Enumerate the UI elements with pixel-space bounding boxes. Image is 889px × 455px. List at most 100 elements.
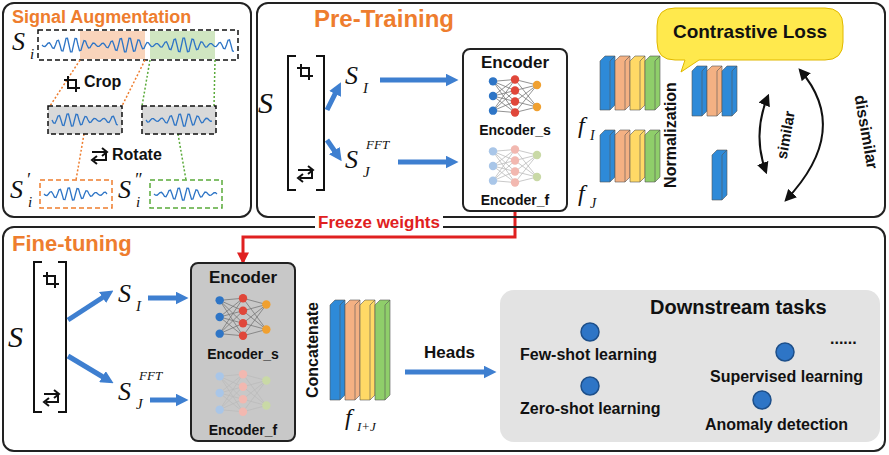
math-symbol: f: [345, 404, 352, 430]
illustration-path: [76, 134, 84, 180]
signal-box: [38, 30, 238, 60]
node-text: ......: [830, 330, 857, 348]
feature-bar: [615, 130, 630, 182]
node-title: Encoder: [481, 53, 549, 73]
net-neuron: [262, 376, 270, 384]
illustration-path: [327, 88, 338, 110]
annotation: similar: [774, 110, 799, 161]
task-dot: [581, 323, 599, 341]
net-neuron: [511, 167, 519, 175]
annotation: Normalization: [662, 82, 680, 188]
feature-bar-edge: [625, 130, 630, 182]
node-title: Signal Augmentation: [12, 7, 191, 28]
node-title: Downstream tasks: [650, 296, 827, 319]
encoder-box: EncoderEncoder_sEncoder_f: [462, 48, 568, 212]
net-neuron: [511, 108, 519, 116]
annotation: Concatenate: [304, 302, 322, 398]
feature-bar-edge: [722, 150, 727, 200]
math-symbol: S: [345, 62, 358, 91]
node-text: Encoder_s: [479, 122, 551, 138]
node-text: Zero-shot learning: [520, 400, 660, 418]
illustration-path: [50, 60, 145, 106]
illustration-path: [405, 370, 490, 375]
feature-bar: [600, 130, 615, 182]
annotation: Heads: [424, 344, 475, 363]
node-text: Few-shot learning: [520, 346, 657, 364]
illustration-g: [42, 38, 737, 406]
crop-guides: [50, 60, 215, 180]
math-symbol: S: [118, 280, 131, 309]
math-symbol: J: [590, 196, 596, 211]
speech-bubble: [657, 8, 843, 72]
math-symbol: S: [345, 146, 358, 175]
net-neuron: [489, 176, 497, 184]
illustration-path: [380, 78, 452, 83]
node-text: Anomaly detection: [705, 416, 848, 434]
rotate-icon: [92, 148, 107, 164]
math-symbol: i: [30, 46, 34, 63]
math-symbol: S: [118, 176, 131, 205]
node-title: Fine-tuning: [12, 231, 132, 256]
similarity-arrows: [759, 70, 822, 200]
bracket: [288, 56, 324, 190]
signal-wave: [42, 38, 234, 52]
node-text: Encoder_s: [207, 346, 279, 362]
feature-bar-edge: [640, 56, 645, 110]
math-symbol: ′: [26, 171, 30, 191]
net-neuron: [239, 383, 247, 391]
cropped-signal: [48, 106, 122, 134]
augmented-signal: [40, 180, 112, 208]
illustration-path: [178, 134, 186, 180]
feature-bar: [630, 56, 645, 110]
node-title: Contrastive Loss: [673, 21, 827, 43]
math-symbol: S: [12, 28, 25, 57]
signal-wave: [52, 114, 118, 126]
feature-bar-edge: [340, 300, 345, 400]
net-neuron: [239, 294, 247, 302]
node-title: Encoder: [209, 268, 277, 288]
net-neuron: [511, 145, 519, 153]
task-dot: [753, 391, 771, 409]
panel: EncoderEncoder_sEncoder_f Downstream task…: [2, 226, 886, 452]
signal-wave: [44, 188, 107, 200]
rotate-icon: [44, 390, 59, 406]
feature-bar: [645, 130, 660, 182]
math-symbol: i: [136, 194, 140, 211]
net-neuron: [489, 162, 497, 170]
feature-bar-edge: [610, 56, 615, 110]
loss-callout: Contrastive Loss: [655, 6, 845, 62]
feature-bar-edge: [655, 56, 660, 110]
crop-region: [80, 31, 145, 59]
net-neuron: [262, 325, 270, 333]
feature-bar: [615, 56, 630, 110]
augmented-signal: [150, 180, 222, 208]
math-symbol: I: [363, 80, 368, 97]
illustration-path: [68, 356, 108, 380]
feature-bar: [600, 56, 615, 110]
feature-bar: [360, 300, 375, 400]
feature-bar-edge: [610, 130, 615, 182]
math-symbol: S: [10, 176, 23, 205]
feature-bar-edge: [717, 66, 722, 116]
net-neuron: [489, 106, 497, 114]
net-neuron: [239, 319, 247, 327]
math-symbol: FFT: [366, 138, 389, 152]
node-text: Encoder_f: [481, 192, 549, 208]
crop-icon: [297, 64, 313, 80]
node-text: Supervised learning: [710, 368, 863, 386]
net-neuron: [511, 86, 519, 94]
node-text: Encoder_f: [209, 422, 277, 438]
math-symbol: J: [136, 396, 143, 413]
feature-bar: [375, 300, 390, 400]
net-neuron: [239, 332, 247, 340]
task-box: Downstream tasksFew-shot learning...... S…: [500, 290, 880, 442]
feature-bar: [345, 300, 360, 400]
feature-bar-edge: [625, 56, 630, 110]
math-symbol: I+J: [357, 420, 376, 434]
crop-icon: [43, 272, 59, 288]
panel: EncoderEncoder_sEncoder_f Contrastive Los…: [256, 2, 886, 218]
feature-bar: [722, 66, 737, 116]
net-neuron: [489, 77, 497, 85]
feature-bar: [707, 66, 722, 116]
math-symbol: S: [258, 86, 273, 119]
